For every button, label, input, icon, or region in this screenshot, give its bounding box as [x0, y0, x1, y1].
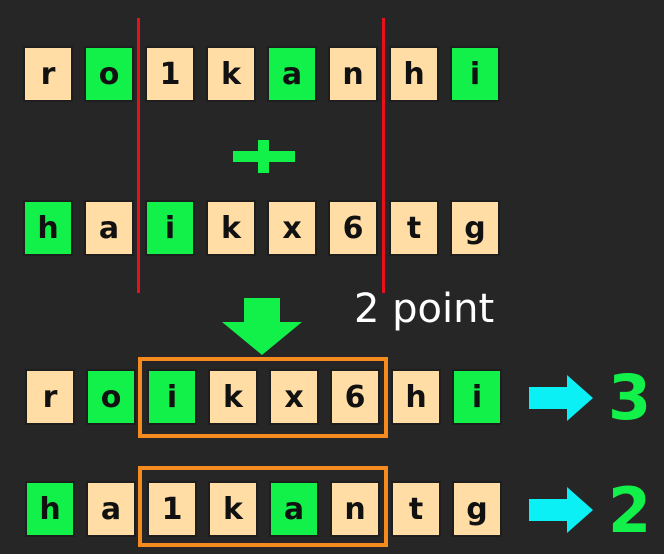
gene-char: h [405, 379, 427, 415]
gene-cell: k [208, 481, 258, 537]
gene-cell: i [450, 46, 500, 102]
gene-char: r [42, 379, 58, 415]
gene-char: k [221, 56, 241, 92]
gene-cell: o [86, 369, 136, 425]
gene-cell: 6 [330, 369, 380, 425]
gene-char: t [408, 491, 424, 527]
gene-cell: t [391, 481, 441, 537]
gene-cell: a [269, 481, 319, 537]
crossover-type-label: 2 point [354, 286, 495, 332]
right-arrow-icon [529, 375, 593, 421]
gene-cell: h [391, 369, 441, 425]
gene-cell: k [206, 46, 256, 102]
fitness-score: 2 [608, 474, 652, 547]
crossover-cut-line-2 [382, 18, 385, 293]
gene-cell: k [206, 200, 256, 256]
gene-cell: n [330, 481, 380, 537]
gene-char: a [98, 210, 120, 246]
gene-char: i [164, 210, 176, 246]
gene-cell: o [84, 46, 134, 102]
gene-char: n [344, 491, 366, 527]
gene-cell: 1 [145, 46, 195, 102]
gene-cell: k [208, 369, 258, 425]
right-arrow-icon [529, 487, 593, 533]
gene-cell: 1 [147, 481, 197, 537]
gene-cell: i [452, 369, 502, 425]
gene-char: 1 [159, 56, 181, 92]
gene-cell: r [23, 46, 73, 102]
gene-cell: h [25, 481, 75, 537]
gene-cell: i [147, 369, 197, 425]
gene-cell: n [328, 46, 378, 102]
gene-char: a [281, 56, 303, 92]
gene-cell: h [23, 200, 73, 256]
gene-char: h [39, 491, 61, 527]
gene-char: x [284, 379, 304, 415]
gene-cell: r [25, 369, 75, 425]
gene-char: i [166, 379, 178, 415]
gene-cell: g [450, 200, 500, 256]
swapped-segment-box [138, 466, 388, 547]
gene-cell: x [267, 200, 317, 256]
swapped-segment-box [138, 357, 388, 438]
gene-char: g [464, 210, 486, 246]
gene-char: k [223, 491, 243, 527]
gene-char: k [221, 210, 241, 246]
gene-char: x [282, 210, 302, 246]
gene-cell: g [452, 481, 502, 537]
gene-char: 6 [344, 379, 366, 415]
gene-char: k [223, 379, 243, 415]
gene-char: a [100, 491, 122, 527]
gene-char: o [98, 56, 120, 92]
gene-cell: a [267, 46, 317, 102]
gene-char: r [40, 56, 56, 92]
crossover-cut-line-1 [137, 18, 140, 293]
gene-char: i [471, 379, 483, 415]
gene-char: 6 [342, 210, 364, 246]
gene-cell: i [145, 200, 195, 256]
gene-cell: x [269, 369, 319, 425]
gene-cell: h [389, 46, 439, 102]
gene-char: 1 [161, 491, 183, 527]
gene-cell: t [389, 200, 439, 256]
gene-char: h [403, 56, 425, 92]
gene-cell: a [86, 481, 136, 537]
gene-char: o [100, 379, 122, 415]
gene-char: t [406, 210, 422, 246]
gene-char: g [466, 491, 488, 527]
gene-char: h [37, 210, 59, 246]
fitness-score: 3 [608, 361, 652, 434]
gene-cell: 6 [328, 200, 378, 256]
down-arrow-icon [222, 298, 302, 355]
gene-char: a [283, 491, 305, 527]
gene-char: i [469, 56, 481, 92]
gene-char: n [342, 56, 364, 92]
gene-cell: a [84, 200, 134, 256]
